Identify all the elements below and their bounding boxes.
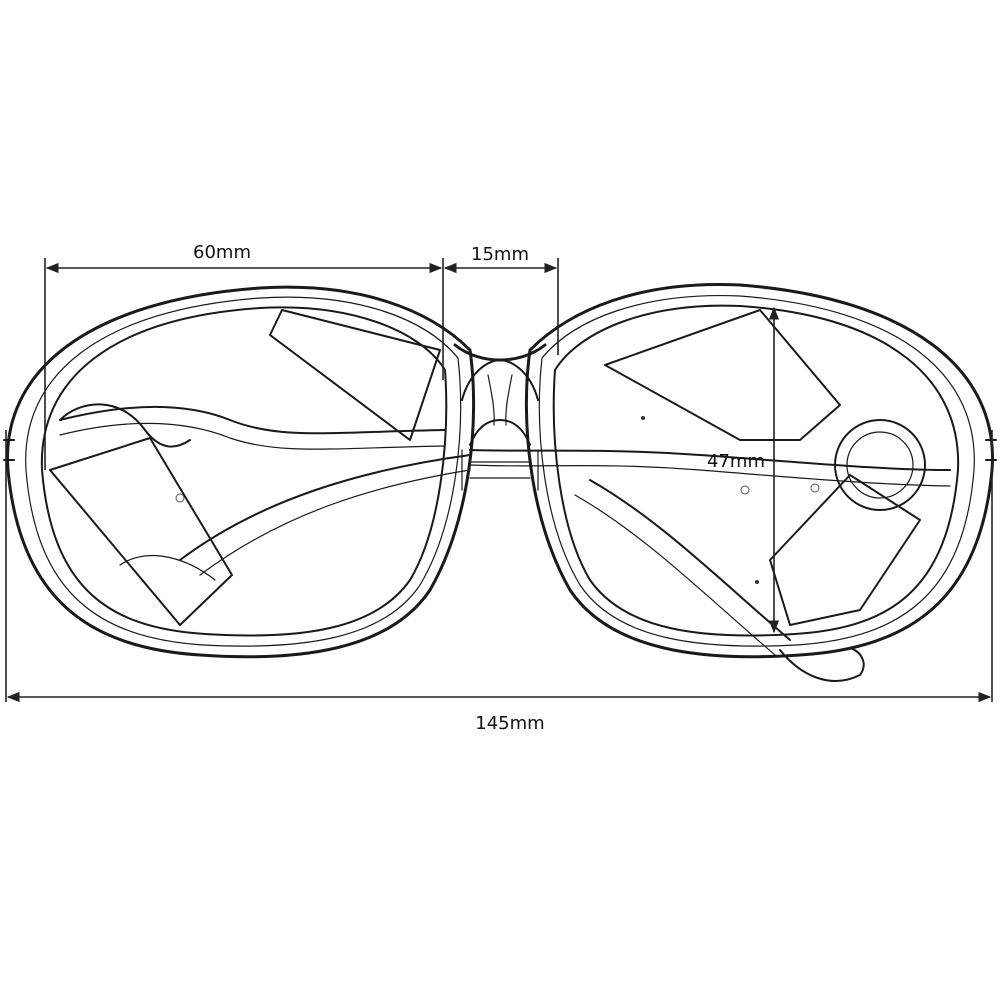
- left-rim-outer: [6, 285, 476, 659]
- dimension-bridge-width: 15mm: [443, 244, 559, 355]
- lens-width-label: 60mm: [193, 242, 251, 263]
- dimension-total-width: 145mm: [5, 430, 993, 734]
- left-lens: [40, 306, 448, 637]
- dimension-lens-width: 60mm: [44, 242, 444, 470]
- lens-height-label: 47mm: [707, 451, 765, 472]
- right-rim-outer: [524, 282, 994, 659]
- right-lens: [552, 304, 960, 637]
- temple-arms: [49, 309, 951, 682]
- dimension-lens-height: 47mm: [707, 306, 780, 634]
- bridge-width-label: 15mm: [471, 244, 529, 265]
- front-frame: [3, 282, 997, 659]
- total-width-label: 145mm: [475, 713, 544, 734]
